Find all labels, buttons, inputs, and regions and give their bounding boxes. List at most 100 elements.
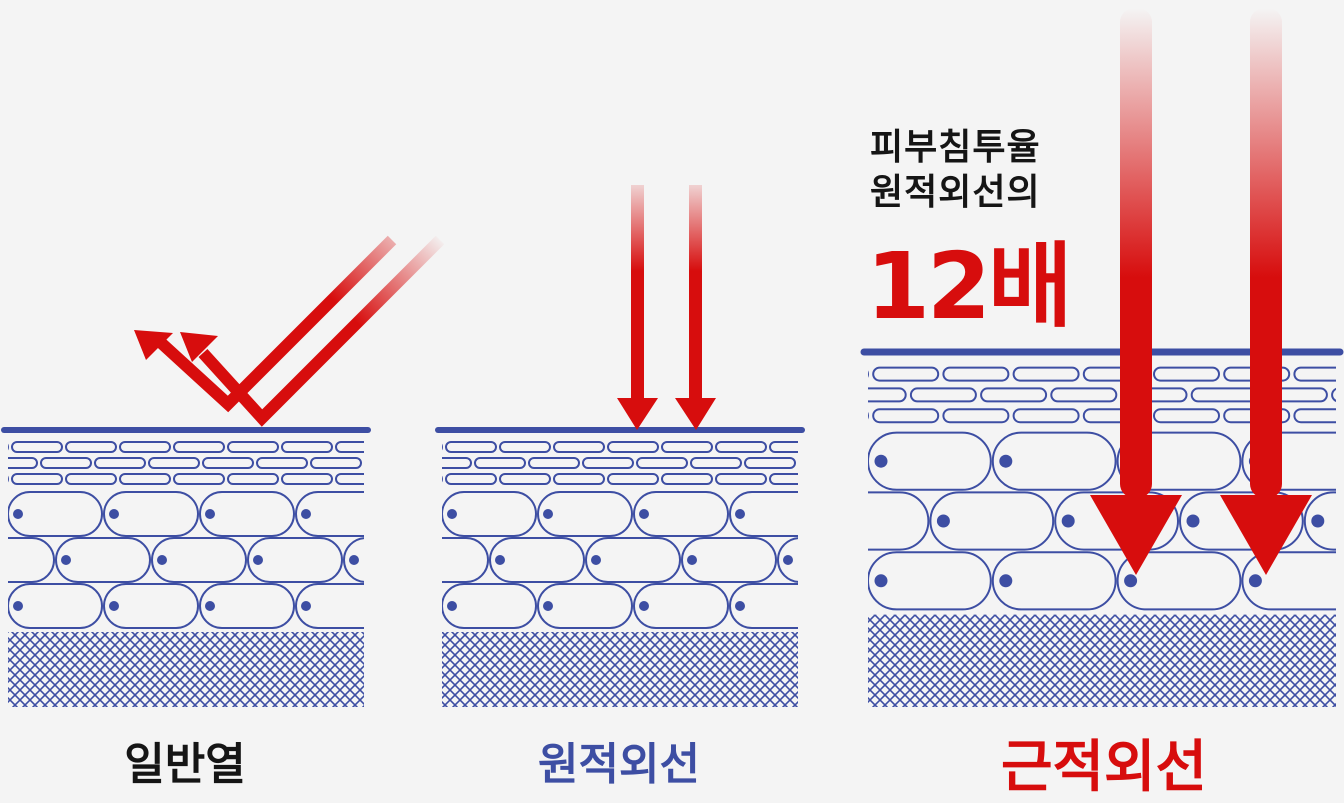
cell-nucleus — [936, 514, 950, 528]
flat-cell — [771, 388, 836, 401]
cell-nucleus — [543, 509, 553, 519]
round-cell — [1116, 551, 1242, 611]
round-cell — [346, 584, 440, 628]
round-cell — [681, 492, 804, 549]
cell-nucleus — [1186, 514, 1200, 528]
cell-nucleus — [303, 555, 313, 565]
cell-nucleus — [301, 509, 311, 519]
cell-nucleus — [61, 555, 71, 565]
cell-nucleus — [687, 555, 697, 565]
flat-cell — [1153, 366, 1220, 382]
round-cell — [1054, 491, 1179, 551]
cell-nucleus — [205, 601, 215, 611]
round-cell — [295, 583, 364, 629]
panel-label-near-infrared: 근적외선 — [1000, 735, 1208, 800]
flat-cell — [744, 457, 796, 469]
round-cell — [8, 583, 103, 629]
callout-line-1: 피부침투율 — [870, 127, 1041, 168]
cell-nucleus — [495, 555, 505, 565]
round-cell — [826, 492, 920, 536]
flat-cell — [1293, 408, 1336, 424]
skin-block-near-infrared — [681, 348, 1344, 707]
cell-nucleus — [735, 509, 745, 519]
round-cell — [1116, 431, 1242, 491]
flat-cell — [909, 387, 977, 403]
cell-nucleus — [13, 601, 23, 611]
flat-cell — [1190, 387, 1258, 403]
round-cell — [442, 491, 537, 537]
flat-cell — [94, 457, 146, 469]
cell-nucleus — [253, 555, 263, 565]
flat-cell — [1331, 387, 1336, 402]
flat-cell — [1012, 408, 1080, 424]
flat-cell — [442, 457, 472, 469]
round-cell — [55, 537, 151, 583]
cell-nucleus — [109, 509, 119, 519]
cell-nucleus — [1061, 514, 1075, 528]
round-cell — [0, 584, 6, 628]
cell-nucleus — [783, 555, 793, 565]
cell-nucleus — [351, 601, 361, 611]
round-cell — [537, 583, 633, 629]
reflected-arrow-1 — [153, 235, 397, 413]
flat-cell — [499, 441, 551, 453]
flat-cell — [310, 457, 362, 469]
nir-arrow-shaft-1 — [1120, 8, 1152, 498]
flat-cell — [335, 473, 364, 485]
round-cell — [729, 583, 798, 629]
round-cell — [199, 583, 295, 629]
round-cell — [103, 583, 199, 629]
flat-cell — [553, 441, 605, 453]
reflected-arrow-2 — [198, 235, 445, 427]
cell-nucleus — [447, 601, 457, 611]
skin-block-far-infrared — [303, 427, 968, 707]
flat-cell — [607, 473, 659, 485]
round-cell — [633, 491, 729, 537]
near-infrared-arrows — [1090, 8, 1312, 575]
flat-cell — [1153, 408, 1220, 424]
cell-nucleus — [999, 574, 1013, 588]
flat-cell — [661, 441, 713, 453]
round-cell — [151, 537, 247, 583]
flat-cell — [868, 411, 869, 420]
flat-cell — [824, 474, 874, 484]
flat-cell — [553, 473, 605, 485]
round-cell — [537, 491, 633, 537]
flat-cell — [256, 457, 308, 469]
flat-cell — [8, 443, 9, 451]
round-cell — [199, 491, 295, 537]
flat-cell — [119, 441, 171, 453]
round-cell — [0, 492, 6, 536]
round-cell — [489, 537, 585, 583]
skin-cross-section-icon — [0, 441, 440, 707]
round-cell — [8, 537, 55, 583]
flat-cell — [367, 458, 417, 468]
callout-highlight: 12배 — [866, 233, 1073, 340]
round-cell — [8, 491, 103, 537]
cell-nucleus — [205, 509, 215, 519]
flat-cell — [715, 473, 767, 485]
flat-cell — [980, 387, 1048, 403]
reflected-arrows — [134, 235, 445, 427]
cell-nucleus — [351, 509, 361, 519]
round-cell — [442, 583, 537, 629]
round-cell — [585, 537, 681, 583]
flat-cell — [11, 473, 63, 485]
flat-cell — [1050, 387, 1118, 403]
cell-nucleus — [591, 555, 601, 565]
round-cell — [346, 492, 440, 536]
flat-cell — [65, 473, 117, 485]
round-cell — [874, 538, 968, 582]
cell-nucleus — [831, 509, 841, 519]
flat-cell — [868, 387, 907, 403]
flat-cell — [942, 366, 1010, 382]
fir-arrow-shaft-1 — [631, 185, 644, 400]
flat-cell — [690, 457, 742, 469]
flat-cell — [872, 366, 940, 382]
flat-cell — [390, 442, 440, 452]
flat-cell — [8, 475, 9, 483]
round-cell — [777, 537, 798, 583]
flat-cell — [715, 441, 767, 453]
flat-cell — [769, 441, 798, 453]
